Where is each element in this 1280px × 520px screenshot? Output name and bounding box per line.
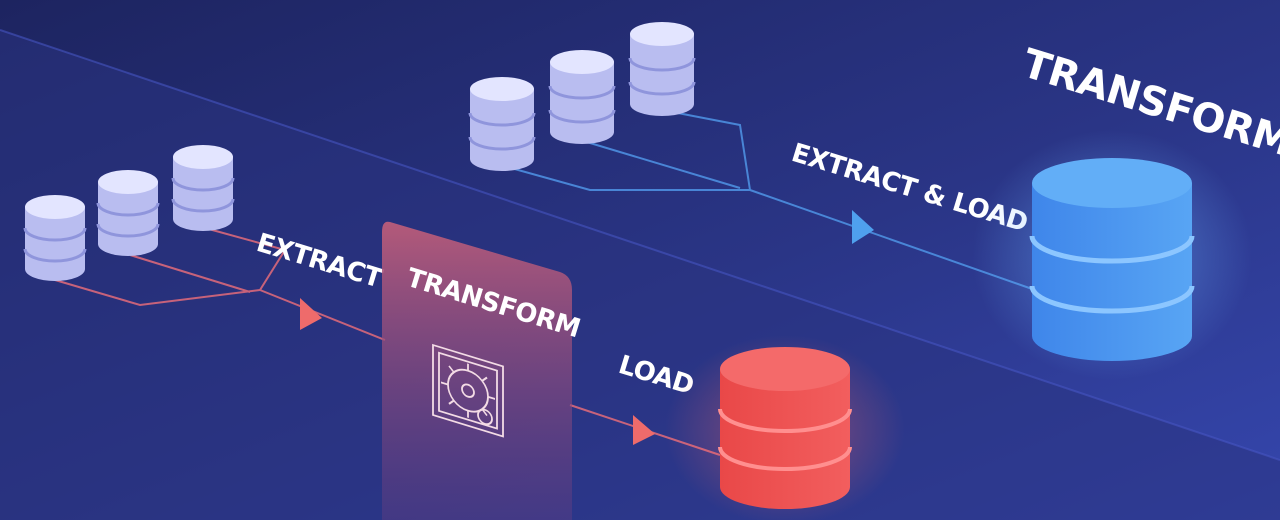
database-icon bbox=[628, 22, 696, 116]
etl-connector-line bbox=[129, 254, 251, 293]
etl-connector-line bbox=[204, 227, 287, 291]
etl-connector-line bbox=[54, 279, 261, 307]
elt-connector-line bbox=[579, 139, 741, 189]
database-icon bbox=[96, 170, 160, 256]
warehouse-database-blue bbox=[1029, 158, 1195, 361]
database-icon bbox=[171, 145, 235, 231]
etl-transform-panel: TRANSFORM bbox=[382, 221, 584, 520]
elt-extract-load-arrow bbox=[852, 210, 874, 244]
database-icon bbox=[23, 195, 87, 281]
database-icon bbox=[548, 50, 616, 144]
elt-connector-line bbox=[499, 164, 750, 191]
diagonal-divider bbox=[0, 29, 1280, 461]
etl-flow: EXTRACT TRANSFORM LOAD bbox=[23, 145, 905, 520]
etl-load-arrow bbox=[633, 415, 655, 445]
warehouse-database-red bbox=[718, 347, 852, 509]
etl-extract-arrow bbox=[300, 298, 322, 330]
etl-flow-line bbox=[259, 289, 386, 341]
gear-icon bbox=[432, 343, 504, 438]
diagonal-band bbox=[0, 30, 1280, 520]
elt-connector-line bbox=[661, 109, 751, 191]
database-icon bbox=[468, 77, 536, 171]
